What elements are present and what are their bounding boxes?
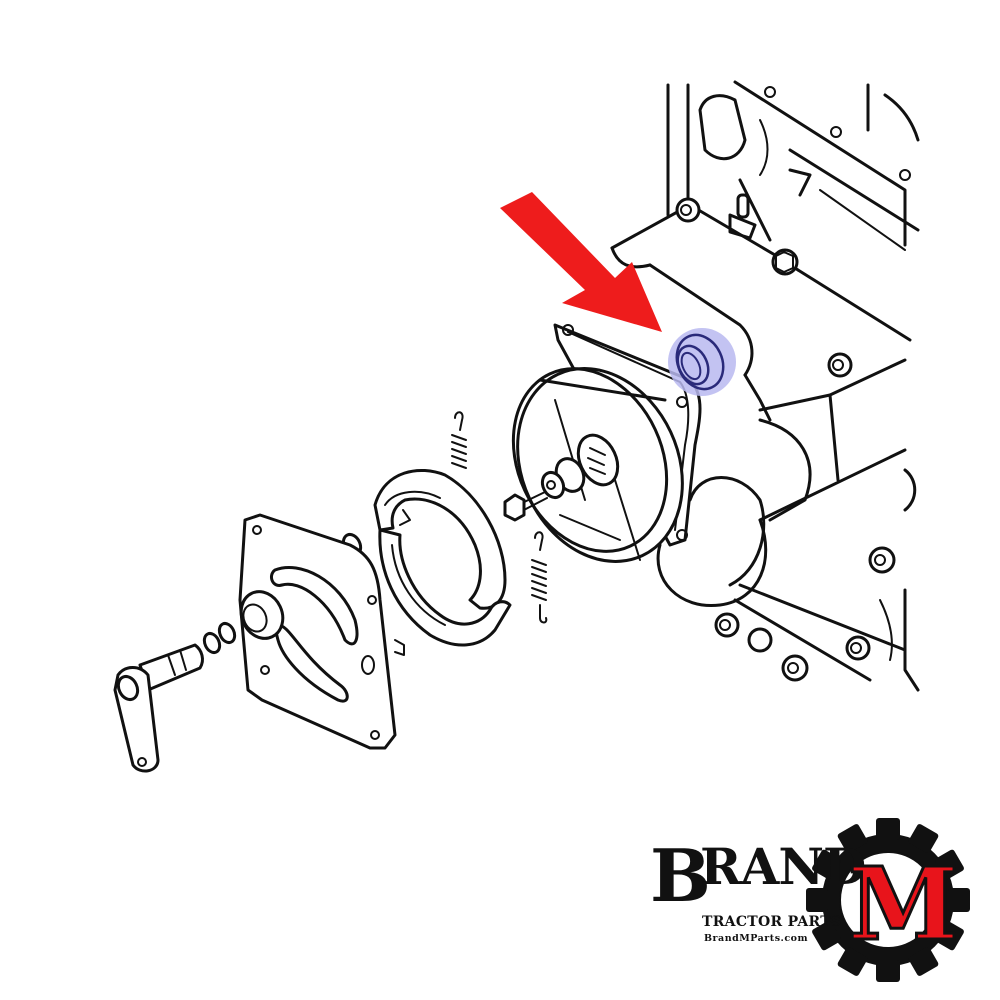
return-spring-lower <box>531 531 548 624</box>
logo-url: BrandMParts.com <box>704 933 809 944</box>
logo-b: B <box>650 833 711 918</box>
return-spring-upper <box>451 411 467 469</box>
bolt <box>503 491 548 522</box>
logo-m-letter: M <box>847 845 961 963</box>
o-rings <box>202 621 237 655</box>
brand-logo[interactable]: B RAND TRACTOR PARTS BrandMParts.com M <box>650 820 970 985</box>
logo-brand-text: RAND <box>700 837 866 896</box>
housing-bolt <box>771 248 799 276</box>
brake-drum <box>511 367 684 563</box>
housing-bolt <box>675 197 701 223</box>
housing-bolt <box>868 546 896 574</box>
housing-bolt <box>845 635 871 661</box>
transmission-housing <box>610 80 920 692</box>
oil-seal-highlight[interactable] <box>668 327 736 396</box>
housing-bolt <box>827 352 853 378</box>
housing-bolt <box>714 612 740 638</box>
housing-bolt <box>781 654 809 682</box>
logo-tagline: TRACTOR PARTS <box>702 914 842 930</box>
housing-bolt <box>747 627 773 653</box>
backing-plate <box>238 513 405 750</box>
brake-shoes <box>373 468 512 647</box>
gear-icon <box>806 818 970 982</box>
pointer-arrow-icon <box>500 192 662 332</box>
brake-lever-shaft <box>113 643 204 773</box>
